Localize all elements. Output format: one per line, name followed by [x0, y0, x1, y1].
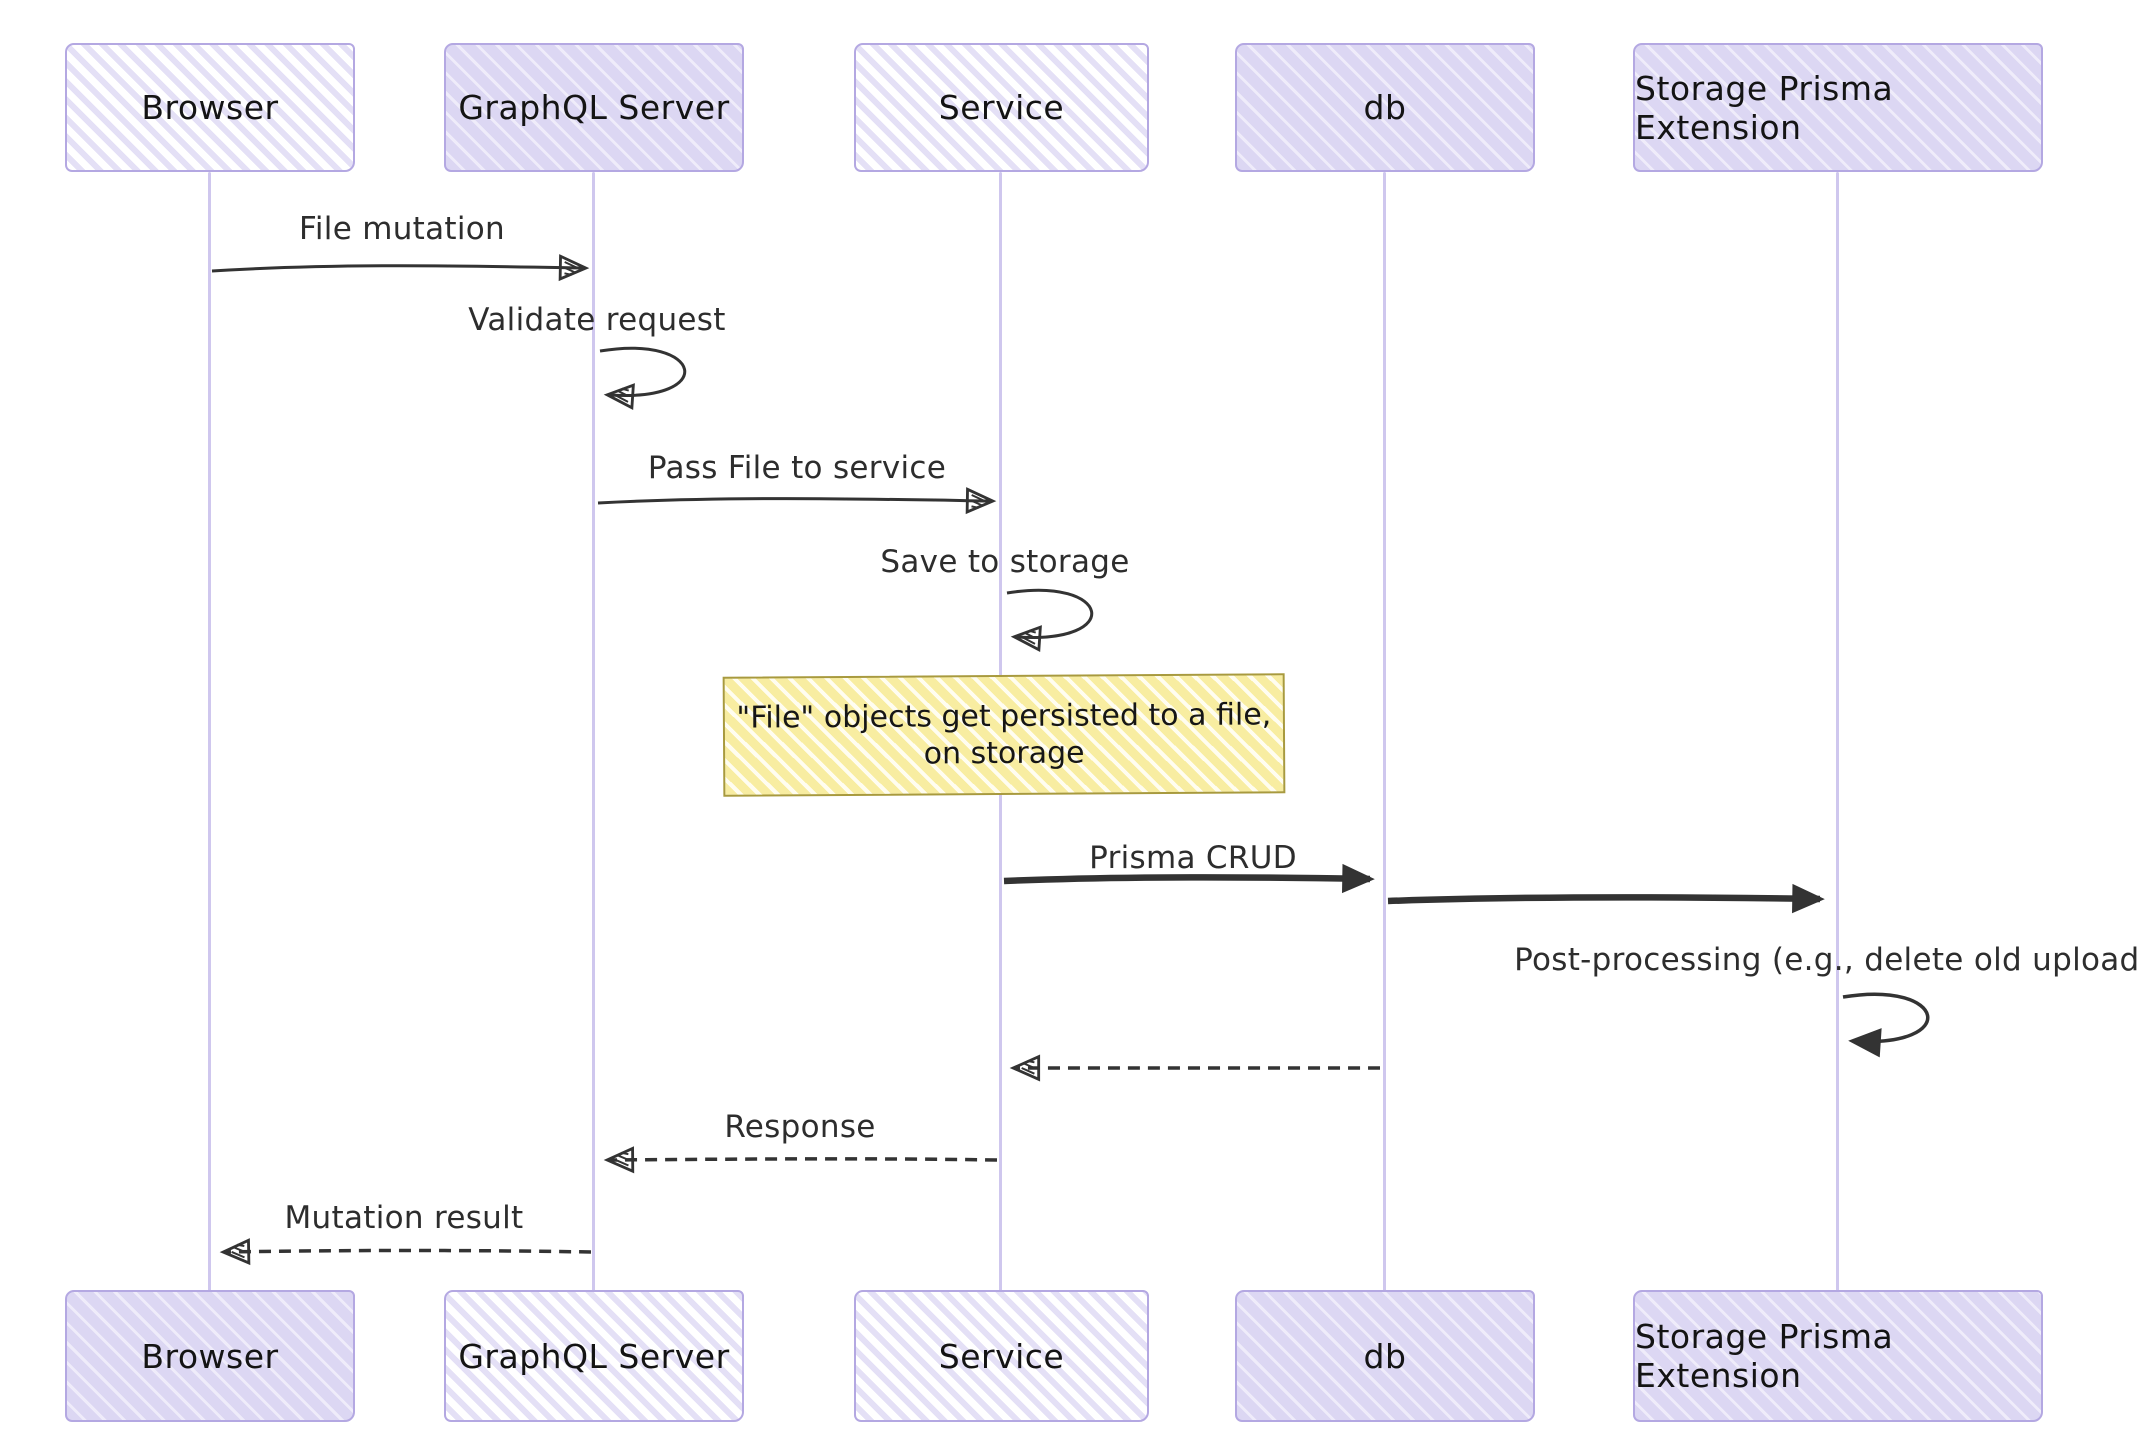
- actor-bottom-db: db: [1235, 1290, 1535, 1422]
- arrow-file-mutation: [211, 254, 590, 282]
- actor-top-graphql-server: GraphQL Server: [444, 43, 744, 172]
- actor-label: db: [1363, 88, 1407, 127]
- lifeline-browser: [208, 172, 211, 1292]
- actor-bottom-graphql-server: GraphQL Server: [444, 1290, 744, 1422]
- note-file-persistence: "File" objects get persisted to a file, …: [722, 673, 1286, 797]
- label-post-processing: Post-processing (e.g., delete old upload…: [1514, 942, 2142, 978]
- actor-label: Storage Prisma Extension: [1635, 68, 1894, 147]
- note-line-1: "File" objects get persisted to a file,: [736, 696, 1272, 736]
- actor-label: Storage Prisma Extension: [1635, 1317, 1894, 1395]
- arrow-pass-file-to-service: [597, 487, 997, 515]
- label-save-to-storage: Save to storage: [880, 544, 1130, 580]
- arrow-db-to-storage: [1387, 883, 1825, 914]
- actor-label: Service: [938, 1336, 1065, 1376]
- self-loop-save-to-storage: [1006, 588, 1094, 653]
- label-pass-file-to-service: Pass File to service: [647, 450, 947, 486]
- label-prisma-crud: Prisma CRUD: [1089, 840, 1297, 876]
- actor-bottom-browser: Browser: [65, 1290, 355, 1422]
- arrow-response: [603, 1146, 998, 1174]
- actor-label: GraphQL Server: [458, 88, 730, 127]
- actor-top-browser: Browser: [65, 43, 355, 172]
- actor-label: Browser: [141, 1336, 279, 1376]
- label-response: Response: [724, 1109, 876, 1145]
- lifeline-storage-prisma-extension: [1836, 172, 1839, 1292]
- arrow-mutation-result: [219, 1238, 592, 1266]
- label-file-mutation: File mutation: [298, 211, 506, 247]
- self-loop-post-processing: [1842, 992, 1930, 1058]
- actor-label: Browser: [141, 88, 279, 127]
- actor-bottom-service: Service: [854, 1290, 1149, 1422]
- actor-label: db: [1363, 1336, 1407, 1376]
- actor-top-service: Service: [854, 43, 1149, 172]
- note-line-2: on storage: [923, 735, 1085, 772]
- lifeline-graphql-server: [592, 172, 595, 1292]
- actor-label: GraphQL Server: [458, 1336, 730, 1376]
- actor-top-storage-prisma-extension: Storage Prisma Extension: [1633, 43, 2043, 172]
- label-mutation-result: Mutation result: [284, 1200, 524, 1236]
- label-validate-request: Validate request: [468, 302, 726, 338]
- actor-bottom-storage-prisma-extension: Storage Prisma Extension: [1633, 1290, 2043, 1422]
- arrow-prisma-crud: [1003, 863, 1375, 894]
- actor-top-db: db: [1235, 43, 1535, 172]
- actor-label: Service: [938, 88, 1065, 127]
- self-loop-validate-request: [599, 346, 687, 411]
- lifeline-db: [1383, 172, 1386, 1292]
